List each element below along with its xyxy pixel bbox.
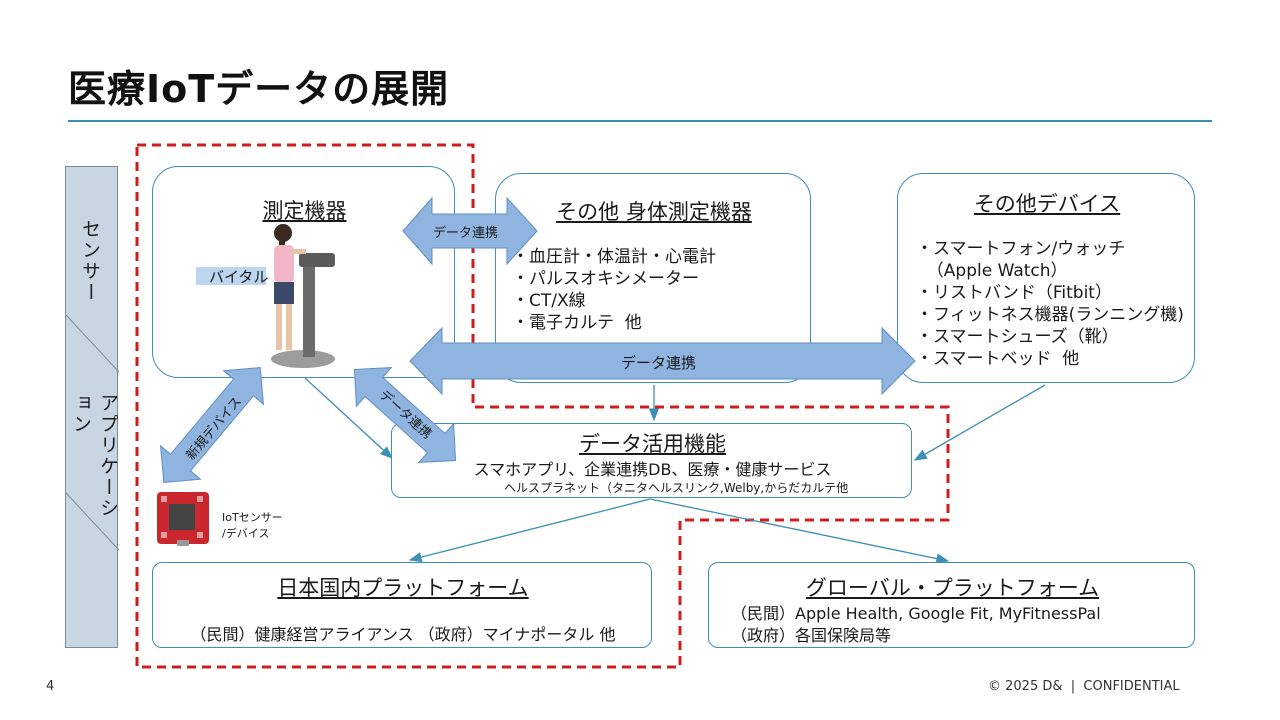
japan-platform-box: 日本国内プラットフォーム （民間）健康経営アライアンス （政府）マイナポータル …	[152, 562, 652, 648]
vital-label: バイタル	[209, 268, 269, 286]
arrow-wide-link	[409, 326, 916, 396]
side-label-sensor: センサー	[79, 219, 101, 303]
body-item: ・CT/X線	[512, 291, 586, 311]
data-box-title: データ活用機能	[579, 432, 726, 456]
connector-device-to-data	[913, 384, 1046, 461]
device-item: ・スマートベッド 他	[916, 349, 1080, 369]
arrow-diag-link	[353, 367, 457, 463]
iot-sensor-board-icon	[157, 492, 209, 546]
iot-sensor-label-2: /デバイス	[222, 527, 270, 540]
device-item: ・スマートシューズ（靴）	[916, 327, 1119, 347]
page-title: 医療IoTデータの展開	[68, 67, 450, 111]
device-item: ・フィットネス機器(ランニング機)	[916, 305, 1184, 325]
body-item: ・電子カルテ 他	[512, 313, 642, 333]
title-divider	[68, 120, 1212, 122]
side-label-application: アプリケーション	[70, 393, 119, 519]
connector-measure-to-data	[304, 377, 393, 459]
device-item: ・スマートフォン/ウォッチ	[916, 239, 1126, 259]
global-box-line1: （民間）Apple Health, Google Fit, MyFitnessP…	[731, 604, 1101, 623]
data-box-line1: スマホアプリ、企業連携DB、医療・健康サービス	[473, 460, 832, 479]
global-box-title: グローバル・プラットフォーム	[805, 576, 1100, 600]
arrow-new-device	[159, 367, 265, 483]
global-box-line2: （政府）各国保険局等	[731, 626, 892, 645]
connector-data-to-japan	[408, 498, 651, 563]
vital-label-bg	[196, 267, 266, 285]
global-platform-box: グローバル・プラットフォーム （民間）Apple Health, Google …	[708, 562, 1195, 648]
data-box-line2: ヘルスプラネット（タニタヘルスリンク,Welby,からだカルテ他	[504, 481, 849, 495]
side-label-column: センサー アプリケーション	[65, 166, 119, 648]
japan-box-line1: （民間）健康経営アライアンス （政府）マイナポータル 他	[190, 625, 616, 644]
connector-data-to-global	[649, 498, 950, 564]
body-scale-person-icon	[271, 224, 335, 368]
device-item: （Apple Watch）	[916, 261, 1068, 281]
measure-device-box: 測定機器 バイタル	[152, 166, 455, 378]
device-item: ・リストバンド（Fitbit）	[916, 283, 1112, 303]
arrow-wide-label: データ連携	[621, 354, 697, 372]
page-number: 4	[46, 679, 55, 694]
arrow-top-link	[402, 196, 538, 266]
device-box-title: その他デバイス	[973, 192, 1121, 216]
other-devices-box: その他デバイス ・スマートフォン/ウォッチ （Apple Watch） ・リスト…	[897, 173, 1195, 383]
body-item: ・パルスオキシメーター	[512, 269, 699, 289]
side-divider-lines	[66, 314, 119, 551]
footer-copyright: © 2025 D& | CONFIDENTIAL	[988, 679, 1180, 694]
iot-sensor-label-1: IoTセンサー	[222, 511, 283, 524]
body-item: ・血圧計・体温計・心電計	[512, 247, 716, 267]
body-box-title: その他 身体測定機器	[556, 200, 752, 224]
arrow-top-label: データ連携	[433, 226, 499, 241]
data-utilization-box: データ活用機能 スマホアプリ、企業連携DB、医療・健康サービス ヘルスプラネット…	[391, 423, 912, 498]
japan-box-title: 日本国内プラットフォーム	[277, 576, 529, 600]
measure-box-title: 測定機器	[262, 199, 347, 223]
